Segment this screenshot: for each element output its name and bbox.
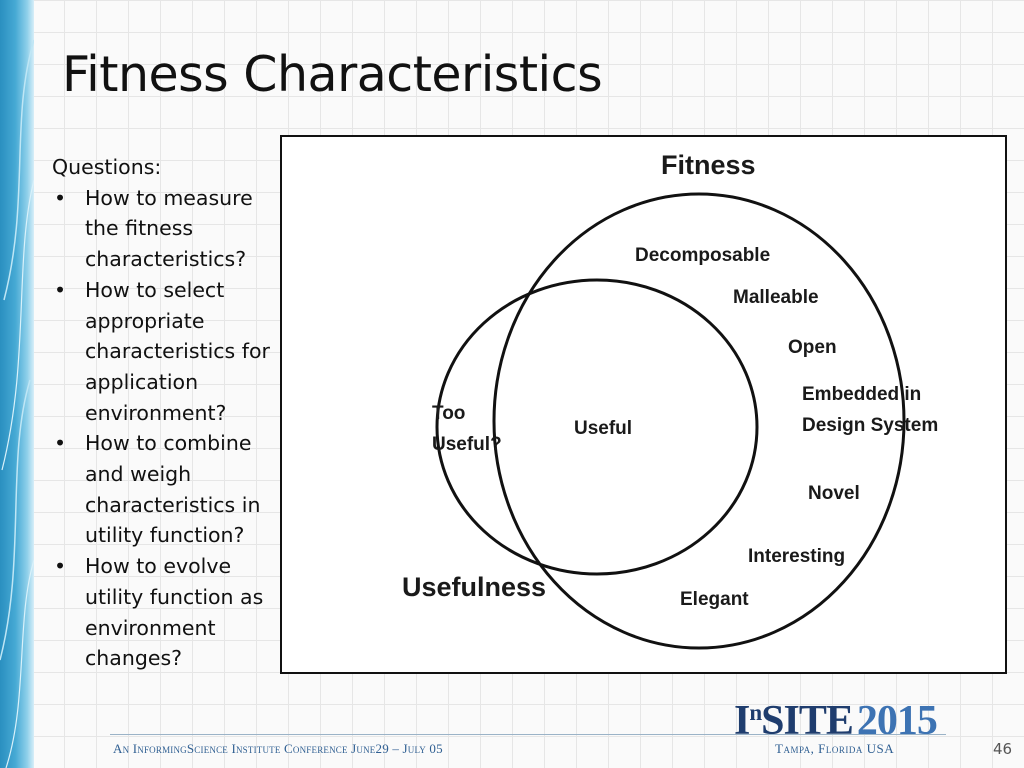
questions-list: •How to measure the fitness characterist… (52, 183, 272, 674)
questions-heading: Questions: (52, 155, 162, 179)
embedded-label-line1: Embedded in (802, 384, 921, 405)
too-useful-label-line1: Too (432, 403, 465, 424)
question-item: •How to combine and weigh characteristic… (52, 428, 272, 551)
footer-location-text: Tampa, Florida USA (775, 741, 895, 756)
decomposable-label: Decomposable (635, 245, 770, 266)
slide-title: Fitness Characteristics (62, 46, 603, 103)
interesting-label: Interesting (748, 546, 845, 567)
usefulness-label: Usefulness (402, 572, 546, 602)
venn-diagram-figure: Fitness Usefulness Too Useful? Useful De… (280, 135, 1007, 674)
fitness-circle-shape (492, 192, 906, 650)
question-item: •How to measure the fitness characterist… (52, 183, 272, 275)
malleable-label: Malleable (733, 287, 819, 308)
fitness-label: Fitness (661, 150, 756, 180)
embedded-label-line2: Design System (802, 415, 938, 436)
useful-label: Useful (574, 418, 632, 439)
open-label: Open (788, 337, 837, 358)
bullet-icon: • (54, 554, 67, 579)
novel-label: Novel (808, 483, 860, 504)
insite-logo: InSITE2015 (734, 698, 938, 744)
bullet-icon: • (54, 277, 67, 302)
page-number: 46 (993, 740, 1013, 758)
too-useful-label-line2: Useful? (432, 434, 502, 455)
question-item: •How to select appropriate characteristi… (52, 275, 272, 429)
footer-conference-text: An InformingScience Institute Conference… (113, 741, 443, 756)
questions-panel: Questions: •How to measure the fitness c… (52, 152, 272, 674)
decorative-side-band (0, 0, 34, 768)
question-item: •How to evolve utility function as envir… (52, 551, 272, 674)
bullet-icon: • (54, 185, 67, 210)
footer-divider (110, 734, 946, 735)
elegant-label: Elegant (680, 589, 749, 610)
usefulness-circle-shape (435, 278, 759, 576)
bullet-icon: • (54, 431, 67, 456)
